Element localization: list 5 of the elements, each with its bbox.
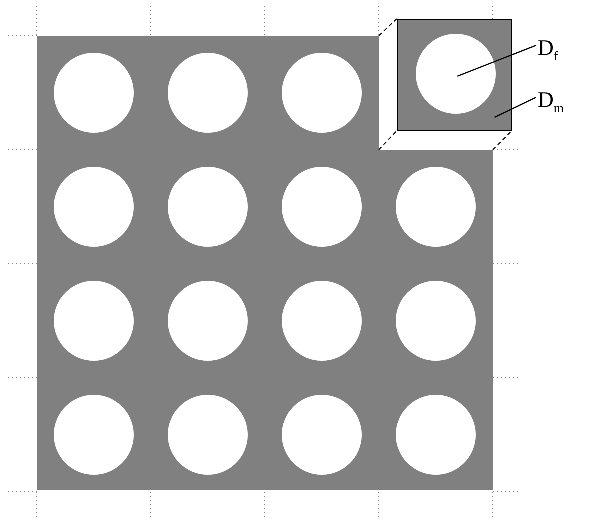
symbol-label: D$_{m}$: [538, 88, 564, 120]
symbol-label: D$_{f}$: [538, 36, 558, 68]
leader-line: [494, 97, 536, 118]
matrix-cell: [397, 19, 512, 131]
leader-line: [457, 45, 536, 77]
